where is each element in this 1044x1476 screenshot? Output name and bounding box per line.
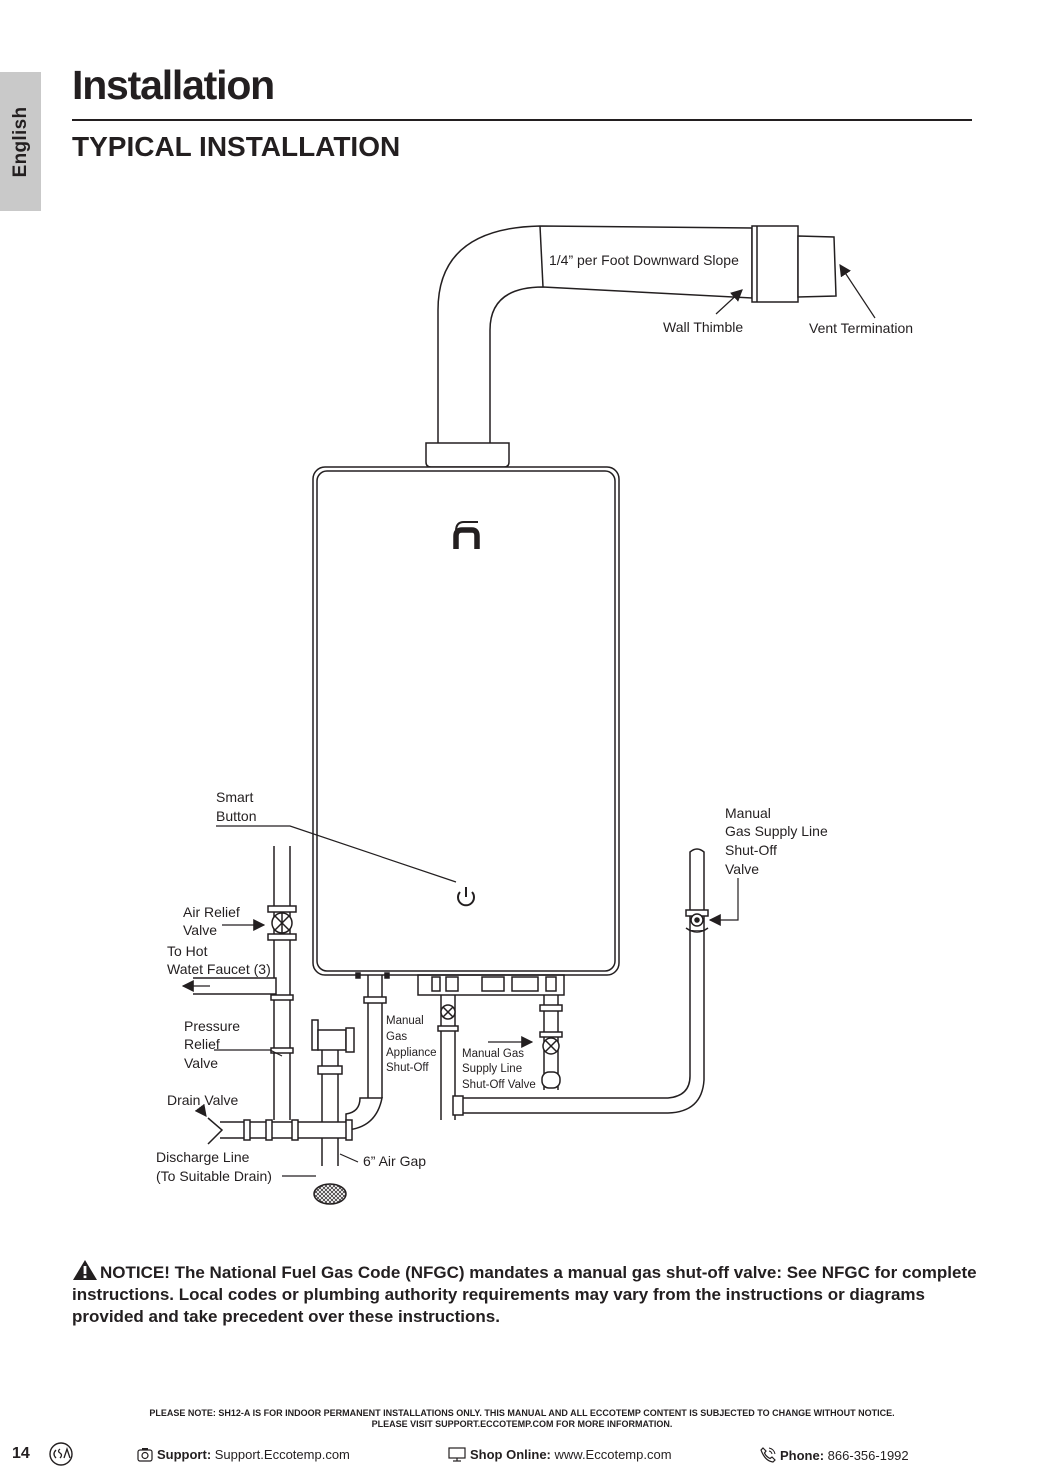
- wall-thimble: [751, 225, 799, 303]
- page-footer: 14 Support: Support.Eccotemp.com Shop On…: [0, 1440, 1044, 1470]
- discharge-line-label-1: Discharge Line: [156, 1149, 250, 1165]
- pressure-relief-leader: [214, 1049, 283, 1057]
- slope-label: 1/4” per Foot Downward Slope: [549, 252, 739, 268]
- vent-termination: [797, 235, 837, 298]
- wall-thimble-arrow: [715, 289, 743, 315]
- gas-supply-shutoff-valve: [539, 995, 563, 1090]
- section-title: TYPICAL INSTALLATION: [72, 131, 401, 162]
- discharge-line: [317, 1050, 343, 1166]
- pressure-relief-label-2: Relief: [184, 1036, 220, 1052]
- smart-button-label-2: Button: [216, 808, 256, 824]
- page-number: 14: [12, 1445, 30, 1462]
- installation-diagram: 1/4” per Foot Downward Slope Wall Thimbl…: [156, 225, 913, 1205]
- gas-appliance-shutoff-label-3: Appliance: [386, 1047, 437, 1059]
- smart-button-icon: [457, 887, 475, 907]
- vent-termination-arrow: [839, 263, 876, 319]
- support-label: Support:: [157, 1447, 215, 1462]
- hot-water-pipe: [193, 846, 297, 1120]
- gas-supply-shutoff-label-1: Manual Gas: [462, 1048, 524, 1060]
- drain-valve-arrow: [194, 1103, 207, 1117]
- support-item: Support: Support.Eccotemp.com: [137, 1447, 350, 1462]
- phone-item: Phone: 866-356-1992: [760, 1447, 909, 1463]
- phone-icon: [760, 1447, 776, 1463]
- gas-supply-line: [685, 848, 709, 933]
- warning-icon: [73, 1260, 97, 1280]
- wall-thimble-label: Wall Thimble: [663, 319, 743, 335]
- hot-faucet-label-1: To Hot: [167, 943, 208, 959]
- gas-supply-shutoff-label-3: Shut-Off Valve: [462, 1079, 536, 1091]
- shop-label: Shop Online:: [470, 1447, 555, 1462]
- drain-valve: [207, 1117, 353, 1145]
- support-link[interactable]: Support.Eccotemp.com: [214, 1447, 350, 1462]
- air-gap-label: 6” Air Gap: [363, 1153, 426, 1169]
- notice-text: The National Fuel Gas Code (NFGC) mandat…: [72, 1263, 977, 1326]
- air-relief-label-1: Air Relief: [183, 904, 240, 920]
- floor-drain: [313, 1183, 347, 1205]
- phone-label: Phone:: [780, 1448, 828, 1463]
- vent-pipe: [425, 225, 753, 468]
- gas-appliance-shutoff-label-2: Gas: [386, 1031, 407, 1043]
- shop-link[interactable]: www.Eccotemp.com: [554, 1447, 672, 1462]
- title-divider: [72, 119, 972, 121]
- phone-number[interactable]: 866-356-1992: [827, 1448, 909, 1463]
- gas-supply-valve-label-4: Valve: [725, 861, 759, 877]
- monitor-icon: [448, 1447, 466, 1462]
- pressure-relief-label-1: Pressure: [184, 1018, 240, 1034]
- page-title: Installation: [72, 62, 275, 108]
- discharge-line-label-2: (To Suitable Drain): [156, 1168, 272, 1184]
- csa-certification-icon: [49, 1442, 73, 1466]
- camera-icon: [137, 1448, 153, 1462]
- gas-supply-shutoff-label-2: Supply Line: [462, 1063, 522, 1075]
- air-relief-valve: [271, 912, 293, 934]
- brand-logo: [453, 521, 480, 549]
- gas-supply-valve-label-1: Manual: [725, 805, 771, 821]
- water-heater-unit: [312, 466, 620, 996]
- disclaimer: PLEASE NOTE: SH12-A IS FOR INDOOR PERMAN…: [0, 1408, 1044, 1430]
- smart-button-label-1: Smart: [216, 789, 253, 805]
- gas-supply-valve-label-3: Shut-Off: [725, 842, 777, 858]
- gas-appliance-shutoff-label-4: Shut-Off: [386, 1062, 429, 1074]
- vent-termination-label: Vent Termination: [809, 320, 913, 336]
- gas-supply-valve-label-2: Gas Supply Line: [725, 823, 828, 839]
- shop-item: Shop Online: www.Eccotemp.com: [448, 1447, 672, 1462]
- drain-valve-label: Drain Valve: [167, 1092, 239, 1108]
- hot-faucet-label-2: Watet Faucet (3): [167, 961, 271, 977]
- language-tab: English: [0, 72, 41, 211]
- pressure-relief-label-3: Valve: [184, 1055, 218, 1071]
- air-gap-leader: [339, 1153, 359, 1163]
- disclaimer-line-2: PLEASE VISIT SUPPORT.ECCOTEMP.COM FOR MO…: [371, 1419, 673, 1429]
- gas-appliance-shutoff-label-1: Manual: [386, 1015, 424, 1027]
- air-relief-label-2: Valve: [183, 922, 217, 938]
- pressure-relief-valve: [311, 975, 387, 1131]
- gas-supply-valve-arrow: [708, 878, 739, 926]
- smart-button-leader: [216, 825, 457, 883]
- notice-heading: NOTICE!: [100, 1263, 170, 1282]
- disclaimer-line-1: PLEASE NOTE: SH12-A IS FOR INDOOR PERMAN…: [149, 1408, 895, 1418]
- notice-paragraph: NOTICE! The National Fuel Gas Code (NFGC…: [72, 1259, 977, 1328]
